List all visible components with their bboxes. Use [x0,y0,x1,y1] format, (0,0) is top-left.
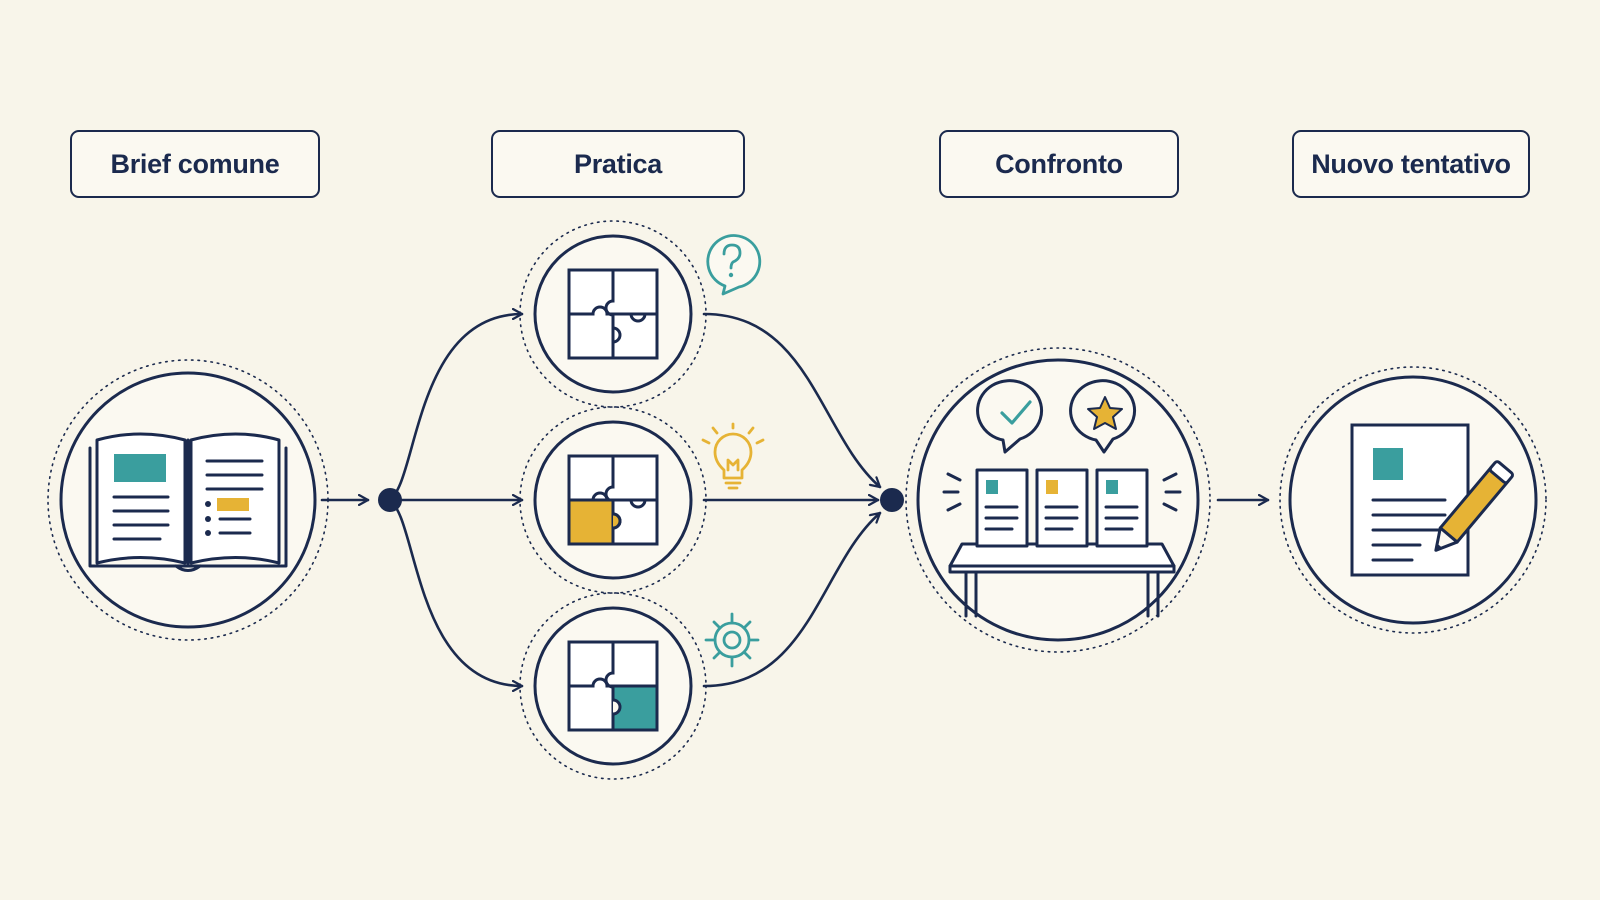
gear-icon [704,612,760,668]
puzzle-icon [567,454,659,546]
stage-label-compare: Confronto [939,130,1179,198]
practice-node-3 [519,592,707,780]
puzzle-icon [567,268,659,360]
star-bubble-icon [1069,379,1137,454]
merge-node [880,488,904,512]
lightbulb-icon [701,422,765,490]
documents-on-table-icon [942,468,1182,618]
brief-node [47,359,329,641]
question-bubble-icon [706,234,762,296]
compare-node [905,347,1211,653]
practice-node-2 [519,406,707,594]
split-node [378,488,402,512]
stage-label-brief: Brief comune [70,130,320,198]
arrow-split-to-practice-3 [386,498,524,686]
checkmark-bubble-icon [976,379,1044,454]
arrow-practice-3-to-merge [702,511,882,688]
stage-label-retry: Nuovo tentativo [1292,130,1530,198]
puzzle-icon [567,640,659,732]
arrow-practice-1-to-merge [702,312,882,489]
arrow-split-to-practice-1 [386,314,524,502]
book-highlight-teal [114,454,166,482]
practice-node-1 [519,220,707,408]
connector-lines [320,312,1270,688]
stage-label-practice: Pratica [491,130,745,198]
document-pencil-icon [1350,423,1514,577]
book-highlight-gold [217,498,249,511]
retry-node [1279,366,1547,634]
